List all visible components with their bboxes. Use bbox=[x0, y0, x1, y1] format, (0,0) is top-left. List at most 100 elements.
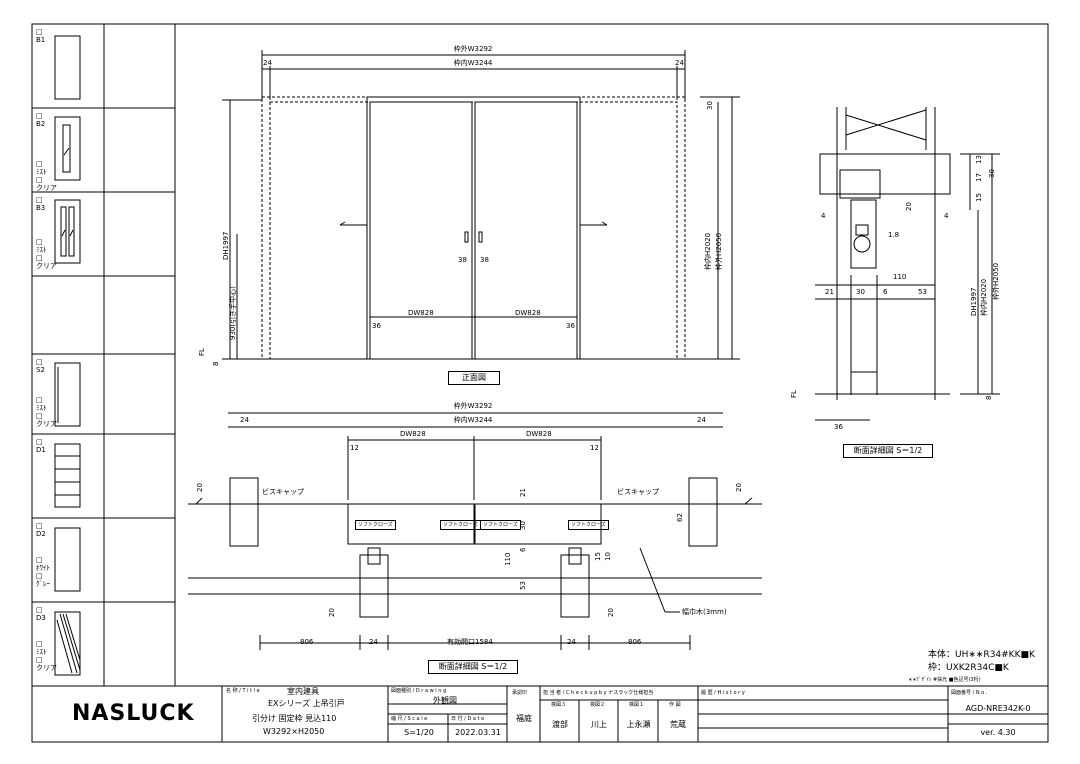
soft-close-arrow-4: ソフトクローズ bbox=[568, 520, 609, 530]
plan-inner-width: 枠内W3244 bbox=[453, 416, 493, 424]
plan-dim-20-bl: 20 bbox=[328, 608, 336, 617]
sec-dim-36: 36 bbox=[834, 423, 843, 431]
spec-body: 本体：UH∗∗R34#KK■K bbox=[928, 650, 1035, 660]
front-fl: FL bbox=[198, 348, 206, 356]
plan-dim-24-br: 24 bbox=[567, 638, 576, 646]
sidebar-item-b2-opt: □ﾐｽﾄ□クリア bbox=[36, 160, 57, 192]
sec-dim-4-right: 4 bbox=[944, 212, 949, 220]
plan-cap-left-label: ビスキャップ bbox=[262, 488, 304, 496]
front-handle-height: 930(引き手中心) bbox=[229, 286, 237, 340]
front-outer-width: 枠外W3292 bbox=[453, 45, 493, 53]
front-dim-36-right: 36 bbox=[566, 322, 575, 330]
checker-1: 渡部 bbox=[552, 720, 568, 729]
plan-dim-806-left: 806 bbox=[300, 638, 314, 646]
front-dim-30: 30 bbox=[706, 101, 714, 110]
history-header: 履 歴 / H i s t o r y bbox=[701, 690, 745, 696]
title-name-header: 名 称 / T i t l e bbox=[226, 688, 260, 694]
sidebar-item-s2: □S2 bbox=[36, 358, 45, 374]
sec-outer-height: 枠外H2050 bbox=[992, 262, 1000, 300]
plan-dw-right: DW828 bbox=[526, 430, 552, 438]
sidebar-item-s2-opt: □ﾐｽﾄ□クリア bbox=[36, 396, 57, 428]
sidebar-item-d3-opt: □ﾐｽﾄ□クリア bbox=[36, 640, 57, 672]
drawing-number: AGD-NRE342K-0 bbox=[965, 704, 1031, 713]
spec-frame: 枠：UXK2R34C■K bbox=[928, 663, 1009, 673]
sidebar-item-b1: □B1 bbox=[36, 28, 46, 44]
title-name-2: EXシリーズ 上吊引戸 bbox=[268, 699, 345, 708]
plan-dim-12-left: 12 bbox=[350, 444, 359, 452]
role-2: 検図２ bbox=[590, 702, 606, 708]
plan-outer-width: 枠外W3292 bbox=[453, 402, 493, 410]
sec-fl: FL bbox=[790, 390, 798, 398]
drawing-number-header: 図面番号 / N o . bbox=[951, 690, 988, 696]
brand-logo: NASLUCK bbox=[72, 701, 195, 726]
sec-dim-8: 8 bbox=[985, 395, 993, 400]
sec-dim-4-left: 4 bbox=[821, 212, 826, 220]
front-dw-left: DW828 bbox=[408, 309, 434, 317]
date-header: 日 付 / D a t e bbox=[451, 716, 485, 722]
scale-header: 縮 尺 / S c a l e bbox=[391, 716, 428, 722]
plan-dim-24-right: 24 bbox=[697, 416, 706, 424]
office-value: 福庭 bbox=[516, 714, 532, 723]
sec-dim-21: 21 bbox=[825, 288, 834, 296]
sec-dim-53: 53 bbox=[918, 288, 927, 296]
plan-dim-15: 15 bbox=[594, 552, 602, 561]
drawing-type-header: 図面種別 / D r a w i n g bbox=[391, 688, 447, 694]
plan-dim-20-tl: 20 bbox=[196, 483, 204, 492]
role-1: 検図３ bbox=[551, 702, 567, 708]
soft-close-arrow-3: ソフトクローズ bbox=[480, 520, 521, 530]
checker-3: 上永瀬 bbox=[626, 720, 651, 729]
plan-dim-12-right: 12 bbox=[590, 444, 599, 452]
title-name-3: 引分け 固定枠 見込110 bbox=[252, 714, 337, 723]
sec-dim-30: 30 bbox=[988, 169, 996, 178]
front-dim-36-left: 36 bbox=[372, 322, 381, 330]
date-value: 2022.03.31 bbox=[455, 728, 501, 737]
plan-habaki-label: 幅巾木(3mm) bbox=[682, 608, 727, 616]
version: ver. 4.30 bbox=[980, 728, 1016, 737]
front-inner-width: 枠内W3244 bbox=[453, 59, 493, 67]
soft-close-arrow-1: ソフトクローズ bbox=[355, 520, 396, 530]
sec-dim-6: 6 bbox=[883, 288, 888, 296]
sec-dim-17: 17 bbox=[975, 173, 983, 182]
plan-caption: 断面詳細図 S＝1/2 bbox=[428, 660, 518, 674]
soft-close-arrow-2: ソフトクローズ bbox=[440, 520, 481, 530]
front-handle-gap-right: 38 bbox=[480, 256, 489, 264]
front-outer-height: 枠外H2050 bbox=[715, 232, 723, 270]
plan-cap-right-label: ビスキャップ bbox=[617, 488, 659, 496]
plan-dim-110: 110 bbox=[504, 552, 512, 566]
sidebar-item-d2-opt: □ﾎﾜｲﾄ□ｸﾞﾚｰ bbox=[36, 556, 50, 588]
sec-dh: DH1997 bbox=[970, 287, 978, 316]
sidebar-item-d2: □D2 bbox=[36, 522, 46, 538]
sec-inner-height: 枠内H2020 bbox=[980, 278, 988, 316]
checker-2: 川上 bbox=[591, 720, 607, 729]
plan-dim-62: 62 bbox=[676, 513, 684, 522]
section-caption: 断面詳細図 S＝1/2 bbox=[843, 444, 933, 458]
sidebar-item-b3: □B3 bbox=[36, 196, 46, 212]
title-name-4: W3292×H2050 bbox=[263, 727, 325, 736]
sec-dim-110: 110 bbox=[893, 273, 907, 281]
sheet-border bbox=[31, 23, 1049, 743]
sec-dim-15: 15 bbox=[975, 193, 983, 202]
plan-dim-20-tr: 20 bbox=[735, 483, 743, 492]
plan-dim-10: 10 bbox=[604, 552, 612, 561]
role-3: 検図１ bbox=[629, 702, 645, 708]
sidebar-item-b3-opt: □ﾐｽﾄ□クリア bbox=[36, 238, 57, 270]
sidebar-item-d3: □D3 bbox=[36, 606, 46, 622]
front-dim-24-left: 24 bbox=[263, 59, 272, 67]
front-dim-24-right: 24 bbox=[675, 59, 684, 67]
plan-dim-6: 6 bbox=[519, 547, 527, 552]
sidebar-item-b2: □B2 bbox=[36, 112, 46, 128]
plan-dim-21: 21 bbox=[519, 488, 527, 497]
plan-dim-24-bl: 24 bbox=[369, 638, 378, 646]
sec-dim-1-8: 1.8 bbox=[888, 231, 900, 239]
plan-dim-53: 53 bbox=[519, 581, 527, 590]
sec-dim-30b: 30 bbox=[856, 288, 865, 296]
role-4: 作 図 bbox=[669, 702, 681, 708]
front-handle-gap-left: 38 bbox=[458, 256, 467, 264]
title-name-1: 室内建具 bbox=[287, 687, 319, 696]
plan-opening: 有効開口1584 bbox=[447, 638, 493, 646]
check-header: 担 当 者 / C h e c k u p b y ナスラック仕様担当 bbox=[543, 690, 654, 696]
sec-dim-20: 20 bbox=[905, 202, 913, 211]
sec-dim-13: 13 bbox=[975, 155, 983, 164]
plan-dim-20-br: 20 bbox=[607, 608, 615, 617]
